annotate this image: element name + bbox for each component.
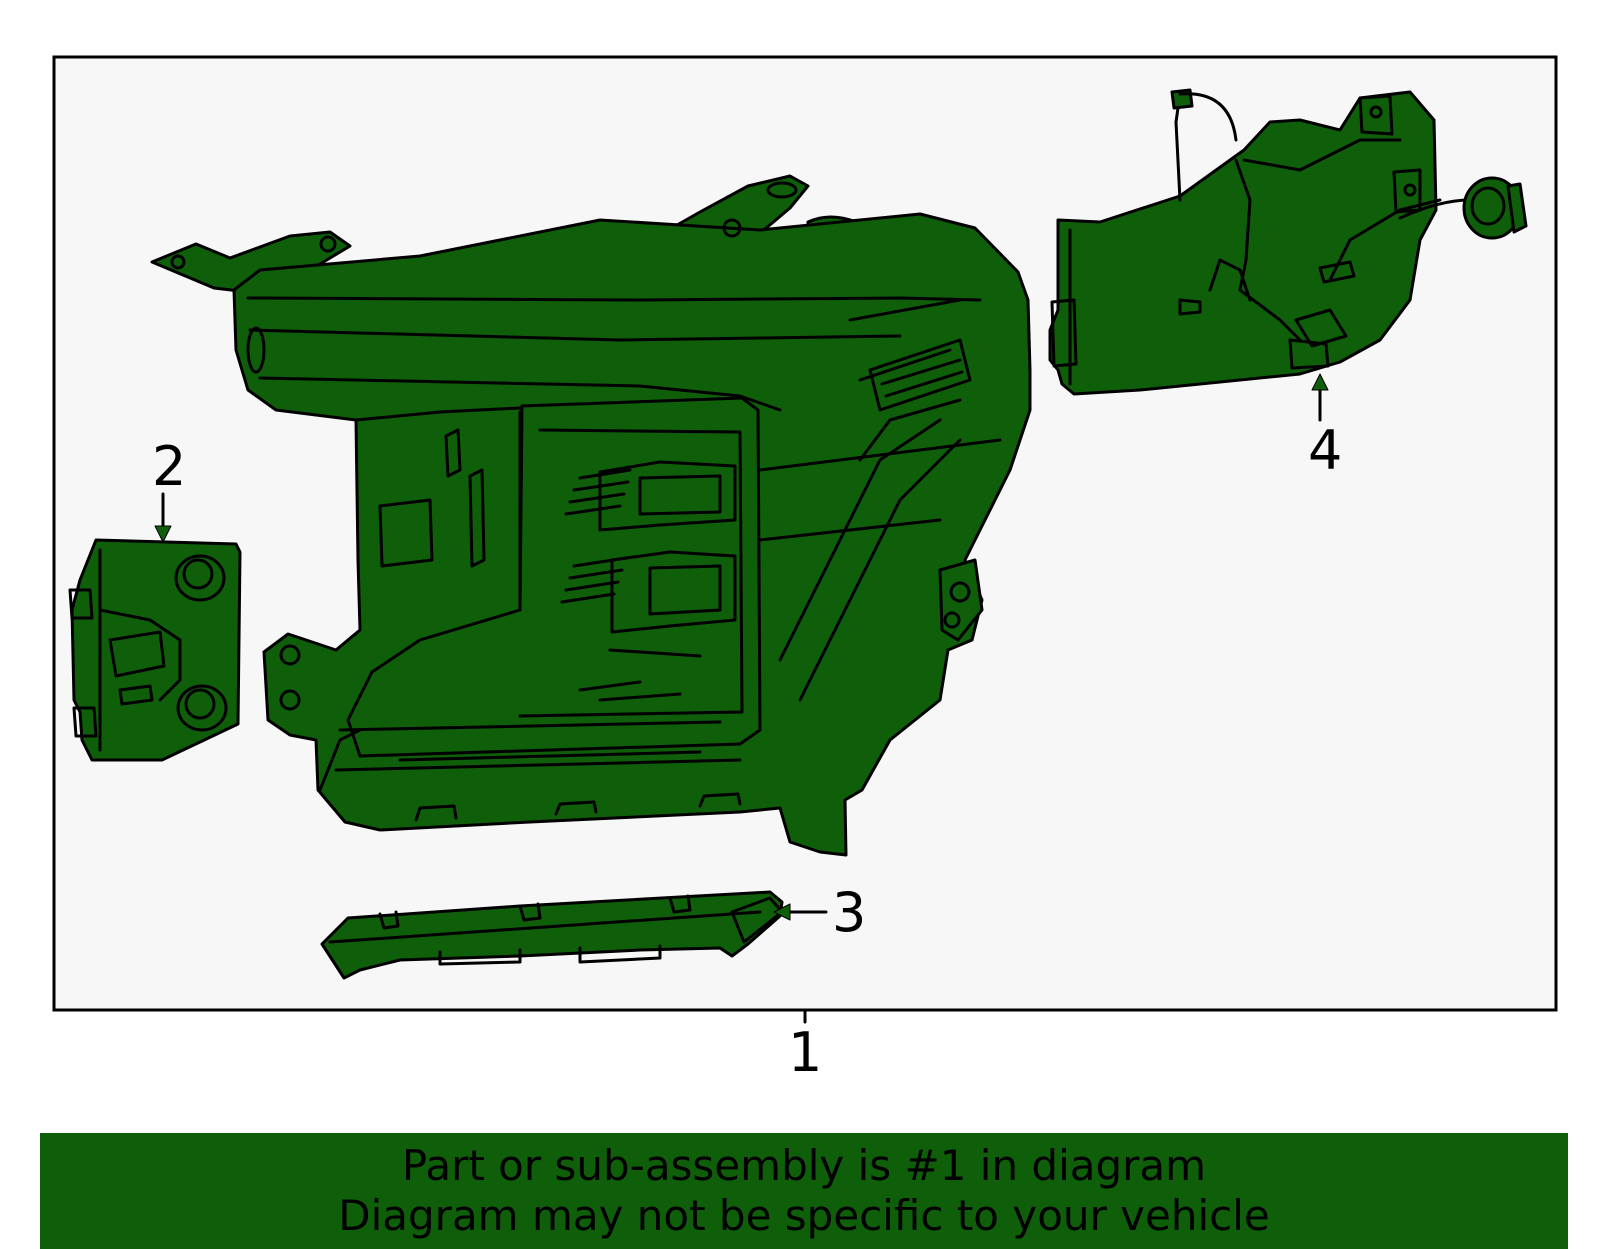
callout-1-label: 1 [788, 1021, 823, 1084]
info-banner-background [40, 1133, 1568, 1249]
callout-2-label: 2 [152, 435, 187, 498]
callout-3-label: 3 [832, 881, 867, 944]
callout-4-label: 4 [1308, 419, 1343, 482]
mounting-bracket-part [68, 538, 242, 762]
banner-line-1: Part or sub-assembly is #1 in diagram [401, 1141, 1207, 1190]
lower-trim-strip-part [320, 890, 784, 980]
callout-leaders [154, 373, 1329, 1024]
banner-line-2: Diagram may not be specific to your vehi… [338, 1191, 1270, 1240]
headlamp-assembly-part [150, 174, 1032, 857]
rear-cover-harness-part [1048, 88, 1528, 396]
info-banner: Part or sub-assembly is #1 in diagram Di… [40, 1133, 1568, 1249]
